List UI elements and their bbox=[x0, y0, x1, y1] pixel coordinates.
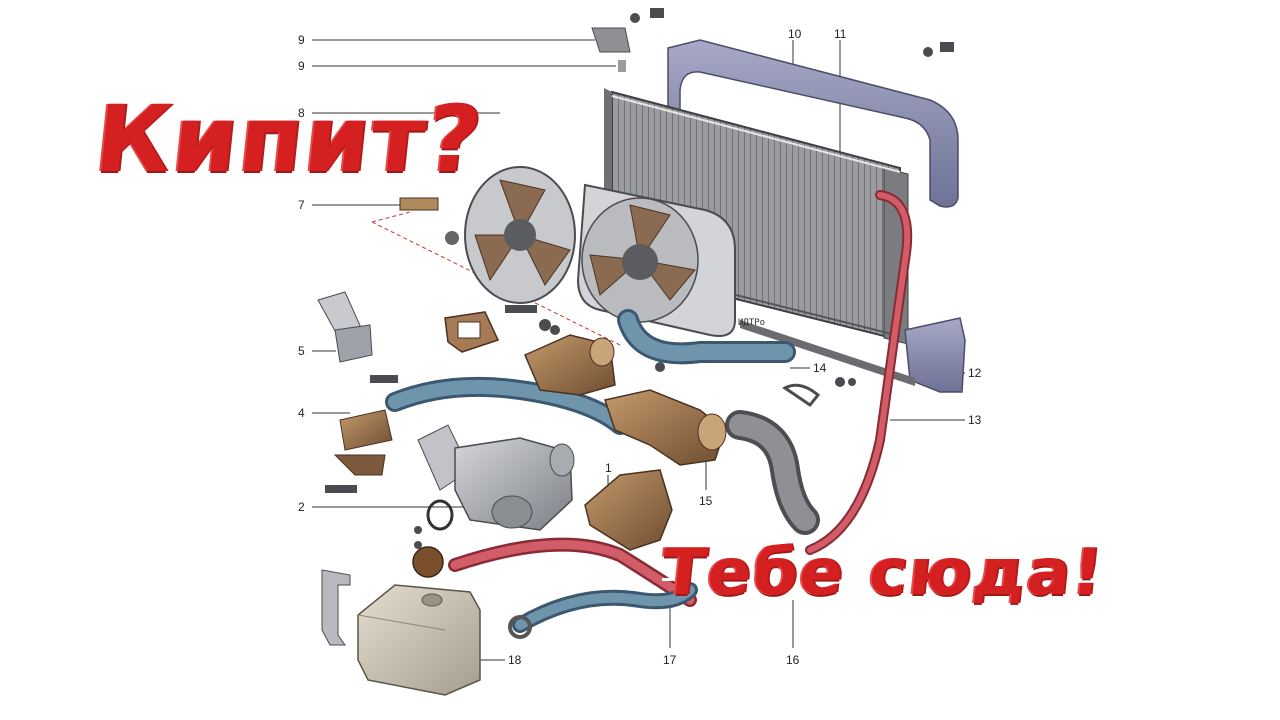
water-pump bbox=[417, 424, 575, 531]
glitch-line bbox=[662, 578, 1132, 581]
diagram-mark: ИДТРо bbox=[738, 318, 766, 328]
fan-right bbox=[576, 183, 736, 337]
headline-bottom: Тебе сюда! bbox=[658, 536, 1108, 610]
fan-left bbox=[464, 166, 576, 304]
outlet-flange-4 bbox=[317, 291, 373, 363]
radiator-shroud bbox=[667, 39, 959, 208]
thermostat-housing bbox=[524, 334, 727, 551]
fasteners bbox=[325, 8, 954, 549]
glitch-line bbox=[96, 160, 566, 163]
callout-14: 14 bbox=[813, 361, 827, 375]
headline-top: Кипит? bbox=[90, 86, 489, 193]
callout-11: 11 bbox=[834, 27, 847, 41]
reservoir-cap bbox=[412, 546, 444, 578]
expansion-tank bbox=[357, 584, 481, 696]
callout-18: 18 bbox=[508, 653, 522, 667]
callout-5: 7 bbox=[298, 198, 305, 212]
callout-9: 9 bbox=[298, 33, 305, 47]
callout-7: 8 bbox=[298, 106, 305, 120]
glitch-line bbox=[96, 132, 566, 135]
callout-16: 16 bbox=[786, 653, 800, 667]
tank-bracket bbox=[321, 569, 351, 646]
callout-2: 2 bbox=[298, 500, 305, 514]
radiator-rail bbox=[740, 320, 915, 386]
callout-8: 9 bbox=[298, 59, 305, 73]
callout-4: 5 bbox=[298, 344, 305, 358]
callout-15: 15 bbox=[699, 494, 713, 508]
callout-12: 12 bbox=[968, 366, 982, 380]
callout-13: 13 bbox=[968, 413, 982, 427]
pipe-3 bbox=[339, 409, 393, 451]
callout-1: 1 bbox=[605, 461, 612, 475]
pump-seal bbox=[426, 499, 454, 531]
callout-3: 4 bbox=[298, 406, 305, 420]
hose-clamp bbox=[508, 615, 532, 639]
callout-17: 17 bbox=[663, 653, 677, 667]
callout-10: 10 bbox=[788, 27, 802, 41]
